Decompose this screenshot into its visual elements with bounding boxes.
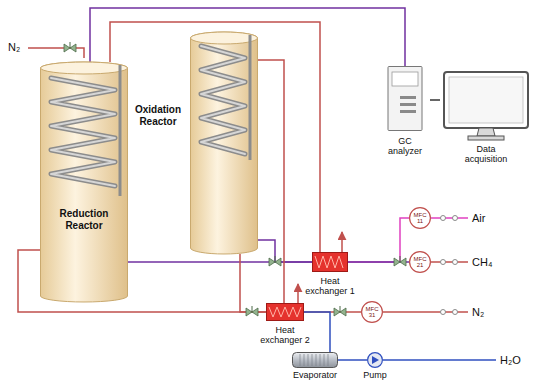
pump: Pump — [367, 352, 383, 368]
node-label: Oxidation Reactor — [130, 104, 186, 127]
reactor-vessel: Oxidation Reactor — [190, 32, 258, 254]
evaporator-fin — [320, 354, 321, 366]
shape-outline — [292, 352, 338, 368]
analyzer-slot — [400, 96, 416, 99]
coil-highlight — [51, 78, 115, 186]
methane-feed-line — [431, 261, 468, 263]
analyzer-slot — [400, 110, 416, 113]
node-label: Data acquisition — [456, 144, 516, 165]
heat-exchanger-body — [313, 253, 348, 272]
air-feed-line — [431, 217, 468, 219]
valve-symbol — [334, 306, 346, 316]
vessel-body — [41, 62, 128, 302]
pipe-connector — [338, 359, 367, 361]
stream-label: N₂ — [8, 41, 20, 53]
mfc-circle — [410, 252, 431, 273]
node-label: MFC 31 — [364, 306, 380, 319]
mfc-circle — [410, 208, 431, 229]
vessel-top — [191, 32, 258, 44]
node-label: GC analyzer — [380, 136, 430, 157]
evaporator-fin — [300, 354, 301, 366]
evaporator-body — [293, 353, 338, 368]
vessel-body — [191, 32, 258, 254]
reactor-vessel: Reduction Reactor — [40, 62, 128, 302]
monitor-stand — [477, 128, 495, 136]
monitor-frame — [444, 72, 528, 128]
evaporator-fin — [308, 354, 309, 366]
pipe-connector — [258, 60, 284, 303]
stream-label: N₂ — [472, 306, 484, 318]
evaporator-fin — [304, 354, 305, 366]
node-label: Reduction Reactor — [44, 208, 124, 231]
evaporator-fin — [324, 354, 325, 366]
mass-flow-controller: MFC 21 — [409, 251, 431, 273]
coil-riser — [119, 65, 122, 196]
monitor-base — [468, 136, 504, 140]
evaporator-fin — [312, 354, 313, 366]
node-label: MFC 11 — [412, 212, 428, 225]
pipe-connector — [240, 254, 266, 312]
heat-exchanger-tubes — [315, 256, 343, 268]
analyzer-slot — [400, 103, 416, 106]
shape-outline — [312, 252, 348, 272]
pipe-connector — [430, 99, 440, 101]
evaporator-fin — [316, 354, 317, 366]
node-label: MFC 21 — [412, 256, 428, 269]
computer-monitor: Data acquisition — [440, 70, 532, 168]
gc-analyzer-icon: GC analyzer — [380, 66, 430, 162]
water-feed-line — [383, 359, 496, 361]
stream-label: Air — [472, 212, 485, 224]
node-label: Heat exchanger 1 — [300, 276, 360, 297]
exhaust-stub — [297, 284, 299, 303]
monitor-screen — [449, 77, 523, 123]
valve-symbol — [394, 256, 406, 266]
stream-label: H₂O — [500, 354, 521, 366]
stream-label: CH₄ — [472, 256, 492, 268]
valve-symbol — [64, 42, 76, 52]
node-label: Pump — [350, 370, 400, 380]
mass-flow-controller: MFC 11 — [409, 207, 431, 229]
pump-impeller — [372, 356, 379, 364]
evaporator: Evaporator — [292, 352, 338, 368]
mfc-circle — [362, 302, 383, 323]
pump-casing — [368, 353, 383, 368]
exhaust-stub — [341, 232, 343, 252]
shape-outline — [190, 32, 258, 254]
heat-exchanger: Heat exchanger 2 — [266, 303, 304, 321]
analyzer-cabinet — [388, 67, 422, 131]
pipe-connector — [348, 218, 409, 262]
node-label: Evaporator — [285, 370, 345, 380]
vessel-top — [41, 62, 128, 74]
coil-tube — [51, 78, 115, 186]
shape-outline — [40, 62, 128, 302]
analyzer-panel — [392, 72, 418, 86]
coil-highlight — [201, 46, 245, 154]
coil-riser — [249, 35, 252, 160]
coil-tube — [201, 46, 245, 154]
heat-exchanger-tubes — [269, 307, 301, 317]
shape-outline — [367, 352, 383, 368]
evaporator-fin — [328, 354, 329, 366]
pipe-connector — [304, 312, 330, 352]
node-label: Heat exchanger 2 — [255, 325, 315, 346]
shape-outline — [266, 303, 304, 321]
heat-exchanger-body — [267, 304, 304, 321]
heat-exchanger: Heat exchanger 1 — [312, 252, 348, 272]
valve-symbol — [269, 256, 281, 266]
valve-symbol — [246, 306, 258, 316]
inline-filter — [441, 216, 458, 315]
mass-flow-controller: MFC 31 — [361, 301, 383, 323]
pipe-connector — [258, 240, 312, 262]
